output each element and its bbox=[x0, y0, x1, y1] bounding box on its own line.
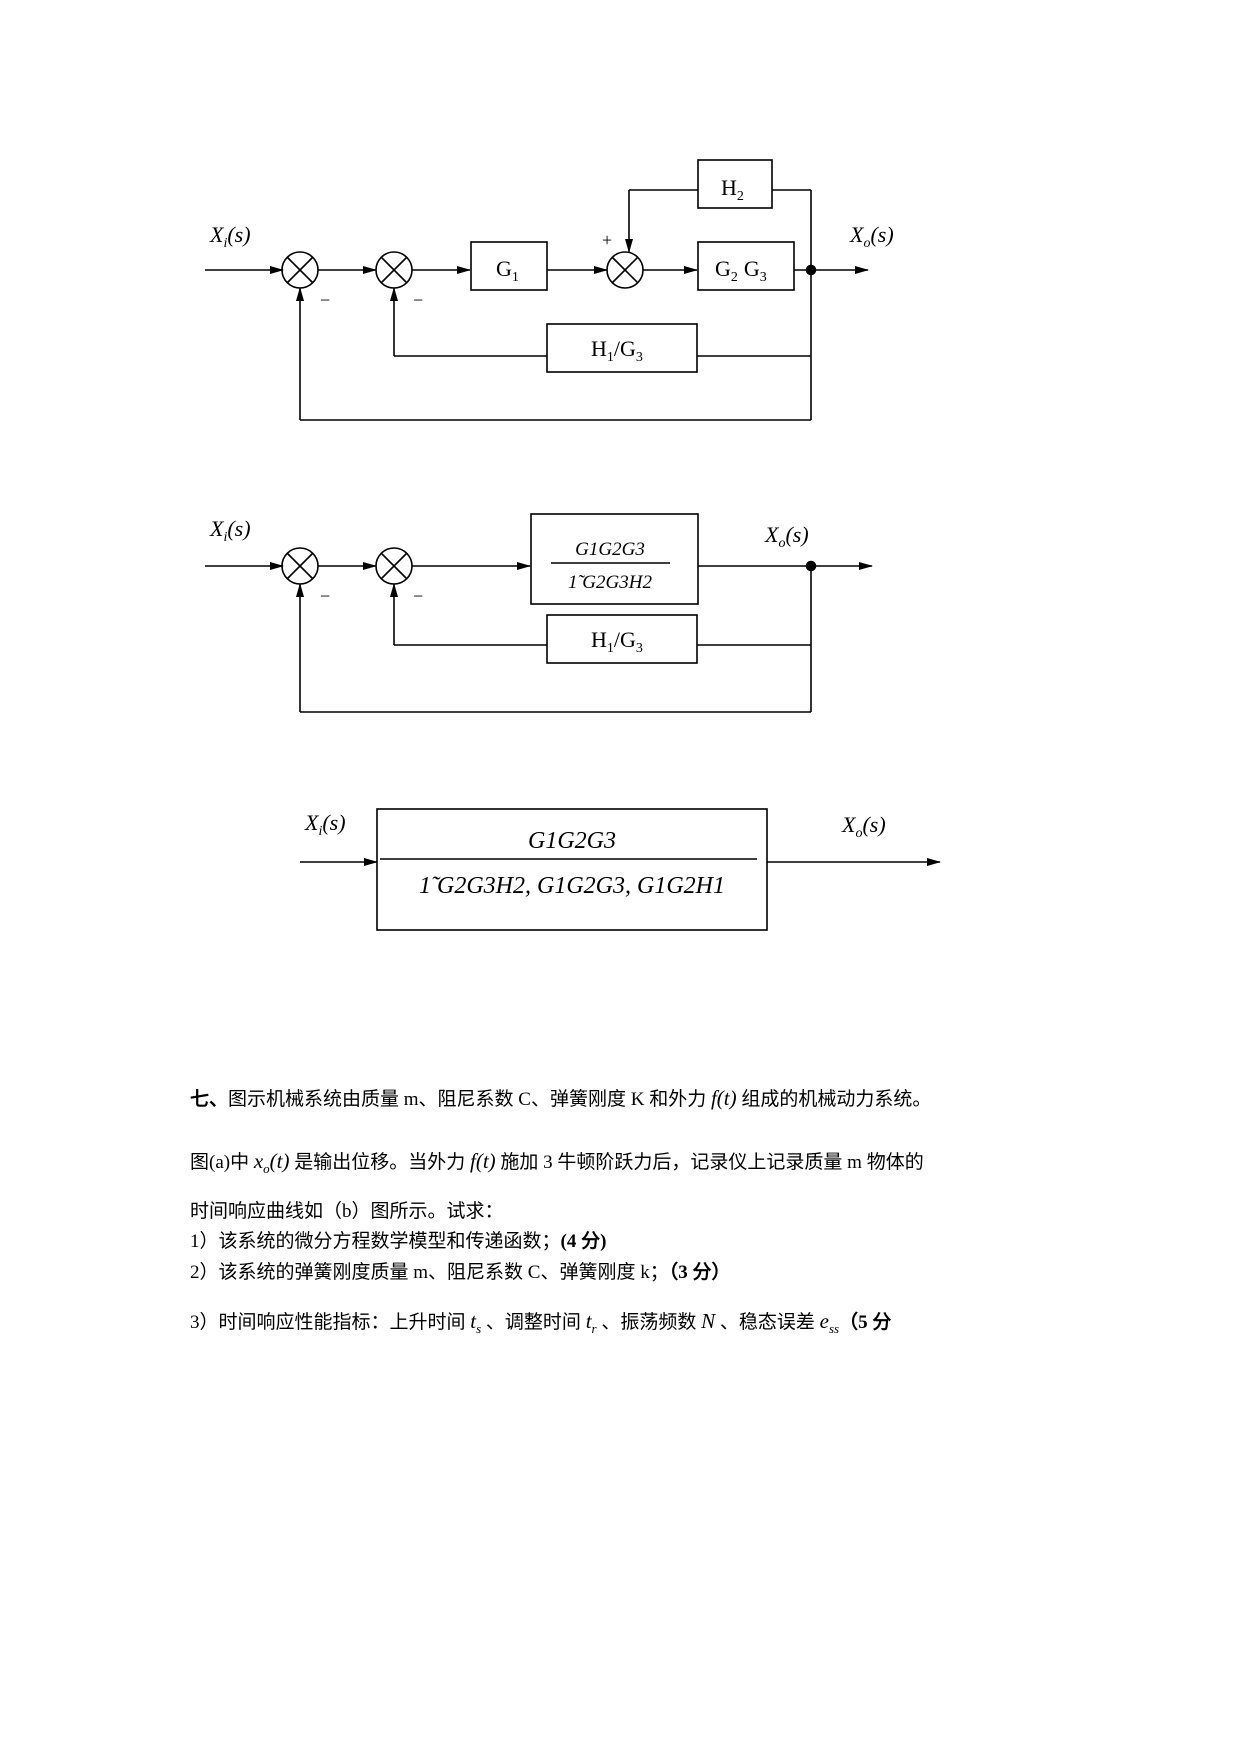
item3-score: （5 分 bbox=[839, 1312, 892, 1333]
d1-sum-junction-3 bbox=[606, 251, 644, 289]
d2-sum-junction-2 bbox=[375, 547, 413, 585]
d1-h1g3-label: H1/G3 bbox=[591, 336, 643, 365]
question-line-1: 七、图示机械系统由质量 m、阻尼系数 C、弹簧刚度 K 和外力 f(t) 组成的… bbox=[190, 1085, 931, 1113]
question-line-2: 图(a)中 xo(t) 是输出位移。当外力 f(t) 施加 3 牛顿阶跃力后，记… bbox=[190, 1148, 924, 1182]
diagram-2 bbox=[205, 513, 873, 713]
question-number: 七、 bbox=[190, 1089, 229, 1110]
output-displacement-symbol: xo(t) bbox=[253, 1149, 290, 1176]
d1-g1-block bbox=[470, 241, 548, 291]
d1-output-label: Xo(s) bbox=[849, 222, 894, 251]
d3-input-label: Xi(s) bbox=[304, 810, 346, 839]
d3-closed-loop-block bbox=[376, 808, 768, 931]
d2-denominator: 1̃ G2G3H2 bbox=[568, 572, 652, 593]
d2-h1g3-label: H1/G3 bbox=[591, 627, 643, 656]
steady-state-error-symbol: ess bbox=[819, 1309, 840, 1336]
diagram-3 bbox=[300, 808, 941, 931]
question-item-3: 3）时间响应性能指标：上升时间 ts 、调整时间 tr 、振荡频数 N 、稳态误… bbox=[190, 1309, 892, 1336]
d2-minus-sign-2: − bbox=[413, 586, 423, 606]
d2-sum-junction-1 bbox=[281, 547, 319, 585]
d1-sum-junction-1 bbox=[281, 251, 319, 289]
d1-h2-block bbox=[697, 159, 773, 209]
d2-output-label: Xo(s) bbox=[764, 522, 809, 551]
d1-h1g3-block bbox=[546, 323, 698, 373]
d2-h1g3-block bbox=[546, 614, 698, 664]
question-line-3: 时间响应曲线如（b）图所示。试求： bbox=[190, 1201, 504, 1222]
d2-minus-sign-1: − bbox=[320, 586, 330, 606]
item2-score: （3 分） bbox=[668, 1262, 731, 1283]
d1-input-label: Xi(s) bbox=[209, 222, 251, 251]
q-line2-text-c: 施加 3 牛顿阶跃力后，记录仪上记录质量 m 物体的 bbox=[495, 1152, 924, 1173]
force-symbol: f(t) bbox=[710, 1086, 737, 1110]
oscillation-count-symbol: N bbox=[701, 1309, 716, 1333]
diagram-1 bbox=[205, 159, 869, 421]
d3-denominator: 1̃ G2G3H2, G1G2G3, G1G2H1 bbox=[419, 873, 725, 899]
settling-time-symbol: tr bbox=[585, 1309, 597, 1336]
d1-g2g3-block bbox=[697, 241, 795, 291]
d2-forward-block bbox=[530, 513, 699, 605]
question-item-1: 1）该系统的微分方程数学模型和传递函数；(4 分) bbox=[190, 1231, 607, 1252]
q-line1-text-a: 图示机械系统由质量 m、阻尼系数 C、弹簧刚度 K 和外力 bbox=[228, 1089, 711, 1110]
d1-g1-label: G1 bbox=[496, 256, 519, 285]
d1-minus-sign-2: − bbox=[413, 290, 423, 310]
d2-input-label: Xi(s) bbox=[209, 516, 251, 545]
q-line2-text-a: 图(a)中 bbox=[190, 1152, 254, 1173]
diagram-2-labels: Xi(s) Xo(s) G1G2G3 1̃ G2G3H2 H1/G3 − − bbox=[209, 516, 809, 656]
item1-score: (4 分) bbox=[560, 1231, 607, 1252]
rise-time-symbol: ts bbox=[470, 1309, 482, 1336]
question-item-2: 2）该系统的弹簧刚度质量 m、阻尼系数 C、弹簧刚度 k；（3 分） bbox=[190, 1262, 731, 1283]
d1-sum-junction-2 bbox=[375, 251, 413, 289]
d1-h2-label: H2 bbox=[721, 175, 744, 204]
d3-numerator: G1G2G3 bbox=[528, 828, 616, 854]
d1-plus-sign: + bbox=[602, 230, 612, 250]
d2-numerator: G1G2G3 bbox=[575, 539, 645, 560]
d3-output-label: Xo(s) bbox=[841, 812, 886, 841]
q-line2-text-b: 是输出位移。当外力 bbox=[289, 1152, 471, 1173]
force-symbol-2: f(t) bbox=[470, 1149, 496, 1173]
diagram-3-labels: Xi(s) Xo(s) G1G2G3 1̃ G2G3H2, G1G2G3, G1… bbox=[304, 810, 886, 899]
q-line1-text-b: 组成的机械动力系统。 bbox=[736, 1089, 932, 1110]
d1-minus-sign-1: − bbox=[320, 290, 330, 310]
